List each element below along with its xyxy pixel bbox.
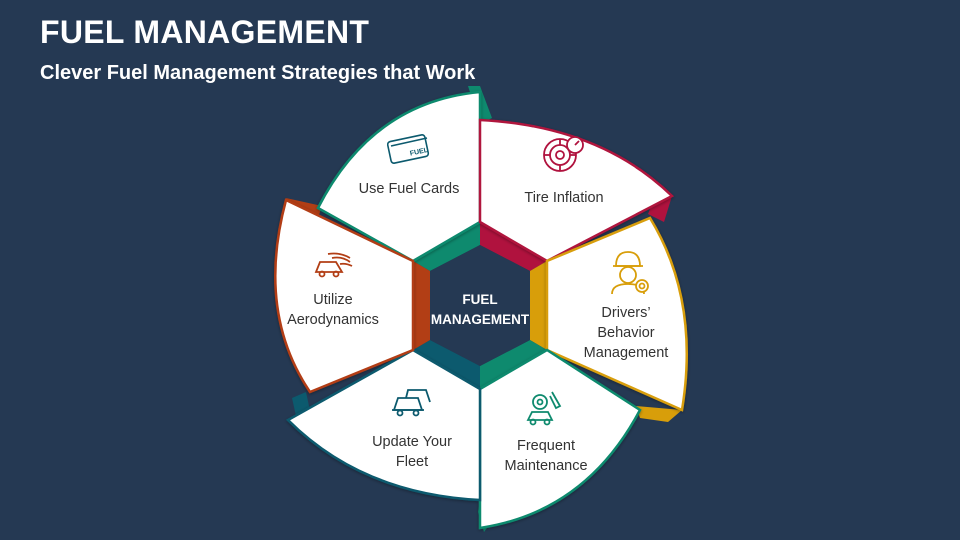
- connector-crimson: [480, 222, 547, 271]
- segments: [274, 90, 689, 530]
- label-maintenance-line2: Maintenance: [504, 458, 587, 474]
- connector-gold: [530, 261, 547, 350]
- page-title: FUEL MANAGEMENT: [40, 14, 370, 50]
- tire-gauge-icon: [543, 136, 584, 172]
- segment-frequent-maintenance[interactable]: [478, 348, 642, 530]
- connector-rust: [413, 261, 430, 350]
- connector-teal: [413, 340, 480, 389]
- segment-tire-inflation[interactable]: [478, 118, 675, 263]
- center-label-line2: MANAGEMENT: [431, 312, 530, 327]
- connector-green-lower: [480, 340, 547, 389]
- segment-drivers-behavior[interactable]: [545, 216, 689, 412]
- label-drivers-line2: Behavior: [597, 325, 654, 341]
- label-fleet-line2: Fleet: [396, 454, 428, 470]
- car-repair-icon: [526, 391, 562, 426]
- label-aero-line1: Utilize: [313, 292, 352, 308]
- segment-update-fleet[interactable]: [285, 348, 482, 502]
- page-subtitle: Clever Fuel Management Strategies that W…: [40, 62, 476, 84]
- hub-connectors: [413, 222, 547, 389]
- ribbon-gold: [636, 406, 682, 422]
- center-hub: [430, 245, 530, 366]
- label-drivers-line3: Management: [584, 345, 669, 361]
- center-label-line1: FUEL: [462, 292, 497, 307]
- driver-icon: [611, 251, 649, 295]
- label-fuel-cards: Use Fuel Cards: [359, 181, 460, 197]
- segment-aerodynamics[interactable]: [274, 198, 415, 394]
- label-fleet-line1: Update Your: [372, 434, 452, 450]
- aerodynamic-car-icon: [314, 252, 353, 278]
- fleet-icon: [392, 389, 431, 417]
- segment-labels: Use Fuel Cards Tire Inflation Drivers’ B…: [287, 181, 668, 474]
- label-tire-inflation: Tire Inflation: [524, 190, 603, 206]
- segment-fuel-cards[interactable]: [316, 90, 482, 263]
- connector-green: [413, 222, 480, 271]
- label-aero-line2: Aerodynamics: [287, 312, 379, 328]
- label-drivers-line1: Drivers’: [601, 305, 650, 321]
- fuel-card-icon: FUEL: [386, 134, 429, 164]
- fuel-card-icon-label: FUEL: [409, 147, 429, 158]
- label-maintenance-line1: Frequent: [517, 438, 575, 454]
